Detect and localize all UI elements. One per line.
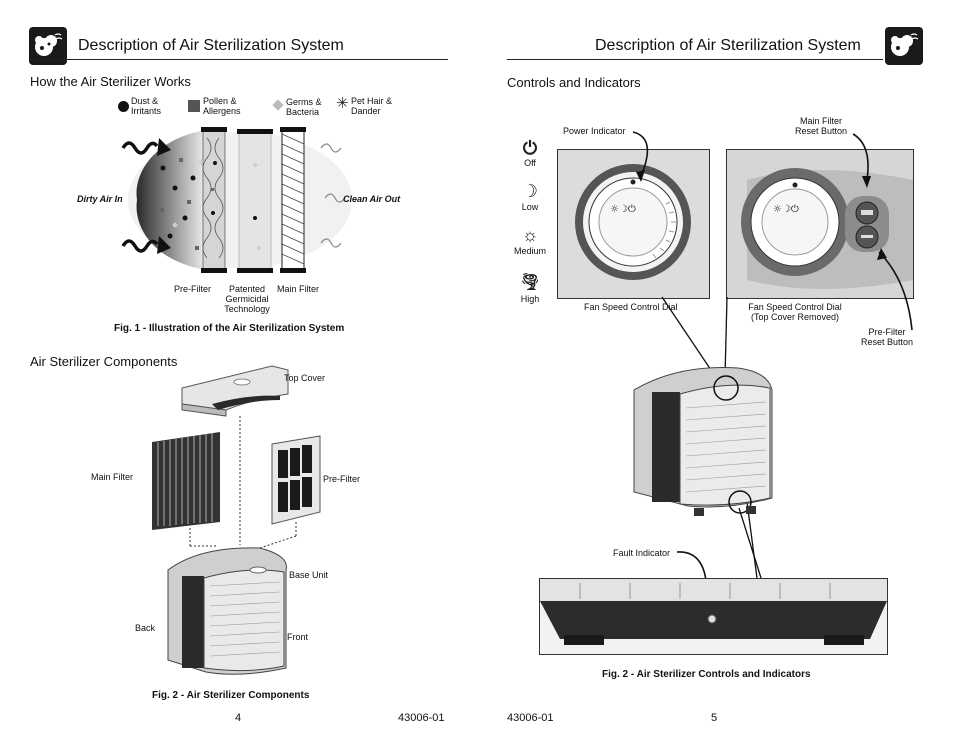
fig1-caption: Fig. 1 - Illustration of the Air Sterili…	[114, 323, 345, 334]
components-illustration	[130, 360, 330, 680]
right-header-title: Description of Air Sterilization System	[595, 37, 861, 54]
fault-indicator-panel	[539, 578, 888, 655]
speed-low: ☽ Low	[515, 180, 545, 212]
components-title: Air Sterilizer Components	[30, 354, 178, 369]
component-main-filter-label: Main Filter	[91, 472, 134, 482]
fault-indicator-label: Fault Indicator	[613, 548, 671, 558]
sun-icon: ☼	[521, 225, 539, 245]
front-label: Front	[287, 632, 309, 642]
speed-high: 🌪︎ High	[515, 272, 545, 304]
speed-low-label: Low	[521, 202, 539, 212]
fan-dial-label: Fan Speed Control Dial	[584, 302, 678, 312]
fan-dial-panel: ☼☽⏻	[557, 149, 710, 299]
base-unit-label: Base Unit	[289, 570, 329, 580]
speed-off: ⏻ Off	[515, 138, 545, 168]
legend-dust-label: Dust & Irritants	[131, 96, 162, 116]
right-page-number: 5	[711, 712, 718, 724]
air-sterilization-illustration	[115, 118, 355, 283]
air-sterilizer-unit	[628, 360, 778, 520]
back-label: Back	[135, 623, 156, 633]
left-header-rule	[29, 59, 448, 60]
component-pre-filter-label: Pre-Filter	[323, 474, 361, 484]
dirty-air-label: Dirty Air In	[77, 194, 123, 204]
fan-dial-top-removed-label: Fan Speed Control Dial (Top Cover Remove…	[748, 302, 842, 322]
germicidal-label: Patented Germicidal Technology	[224, 284, 270, 314]
brand-logo	[29, 27, 67, 65]
speed-off-label: Off	[524, 158, 536, 168]
controls-title: Controls and Indicators	[507, 75, 641, 90]
clean-air-label: Clean Air Out	[343, 194, 401, 204]
power-icon: ⏻	[522, 138, 538, 158]
pre-filter-label: Pre-Filter	[174, 284, 212, 294]
pre-filter-reset-label: Pre-Filter Reset Button	[860, 327, 914, 347]
brand-logo-right	[885, 27, 923, 65]
top-cover-label: Top Cover	[284, 373, 326, 383]
right-header-rule	[507, 59, 883, 60]
power-indicator-label: Power Indicator	[563, 126, 626, 136]
left-header-title: Description of Air Sterilization System	[78, 37, 344, 54]
main-filter-reset-label: Main Filter Reset Button	[794, 116, 848, 136]
fig2-controls-caption: Fig. 2 - Air Sterilizer Controls and Ind…	[602, 669, 811, 680]
left-page-number: 4	[235, 712, 242, 724]
main-filter-label: Main Filter	[277, 284, 320, 294]
diamond-icon	[272, 99, 284, 111]
tornado-icon: 🌪︎	[519, 274, 541, 291]
legend-pet-hair-label: Pet Hair & Dander	[351, 96, 393, 116]
fan-dial-top-removed-panel: ☼☽⏻	[726, 149, 914, 299]
how-it-works-title: How the Air Sterilizer Works	[30, 74, 191, 89]
asterisk-icon: ✳	[336, 95, 349, 112]
svg-text:☼☽⏻: ☼☽⏻	[773, 204, 799, 215]
black-dot-icon	[118, 101, 129, 112]
fig2-components-caption: Fig. 2 - Air Sterilizer Components	[152, 690, 310, 701]
right-doc-number: 43006-01	[507, 712, 554, 724]
legend-pollen-label: Pollen & Allergens	[203, 96, 241, 116]
svg-text:☼☽⏻: ☼☽⏻	[610, 204, 636, 215]
speed-medium-label: Medium	[513, 246, 546, 256]
speed-high-label: High	[520, 294, 540, 304]
left-doc-number: 43006-01	[398, 712, 445, 724]
moon-icon: ☽	[521, 181, 539, 201]
legend-germs-label: Germs & Bacteria	[286, 97, 322, 117]
speed-medium: ☼ Medium	[511, 224, 549, 256]
gray-square-icon	[188, 100, 200, 112]
